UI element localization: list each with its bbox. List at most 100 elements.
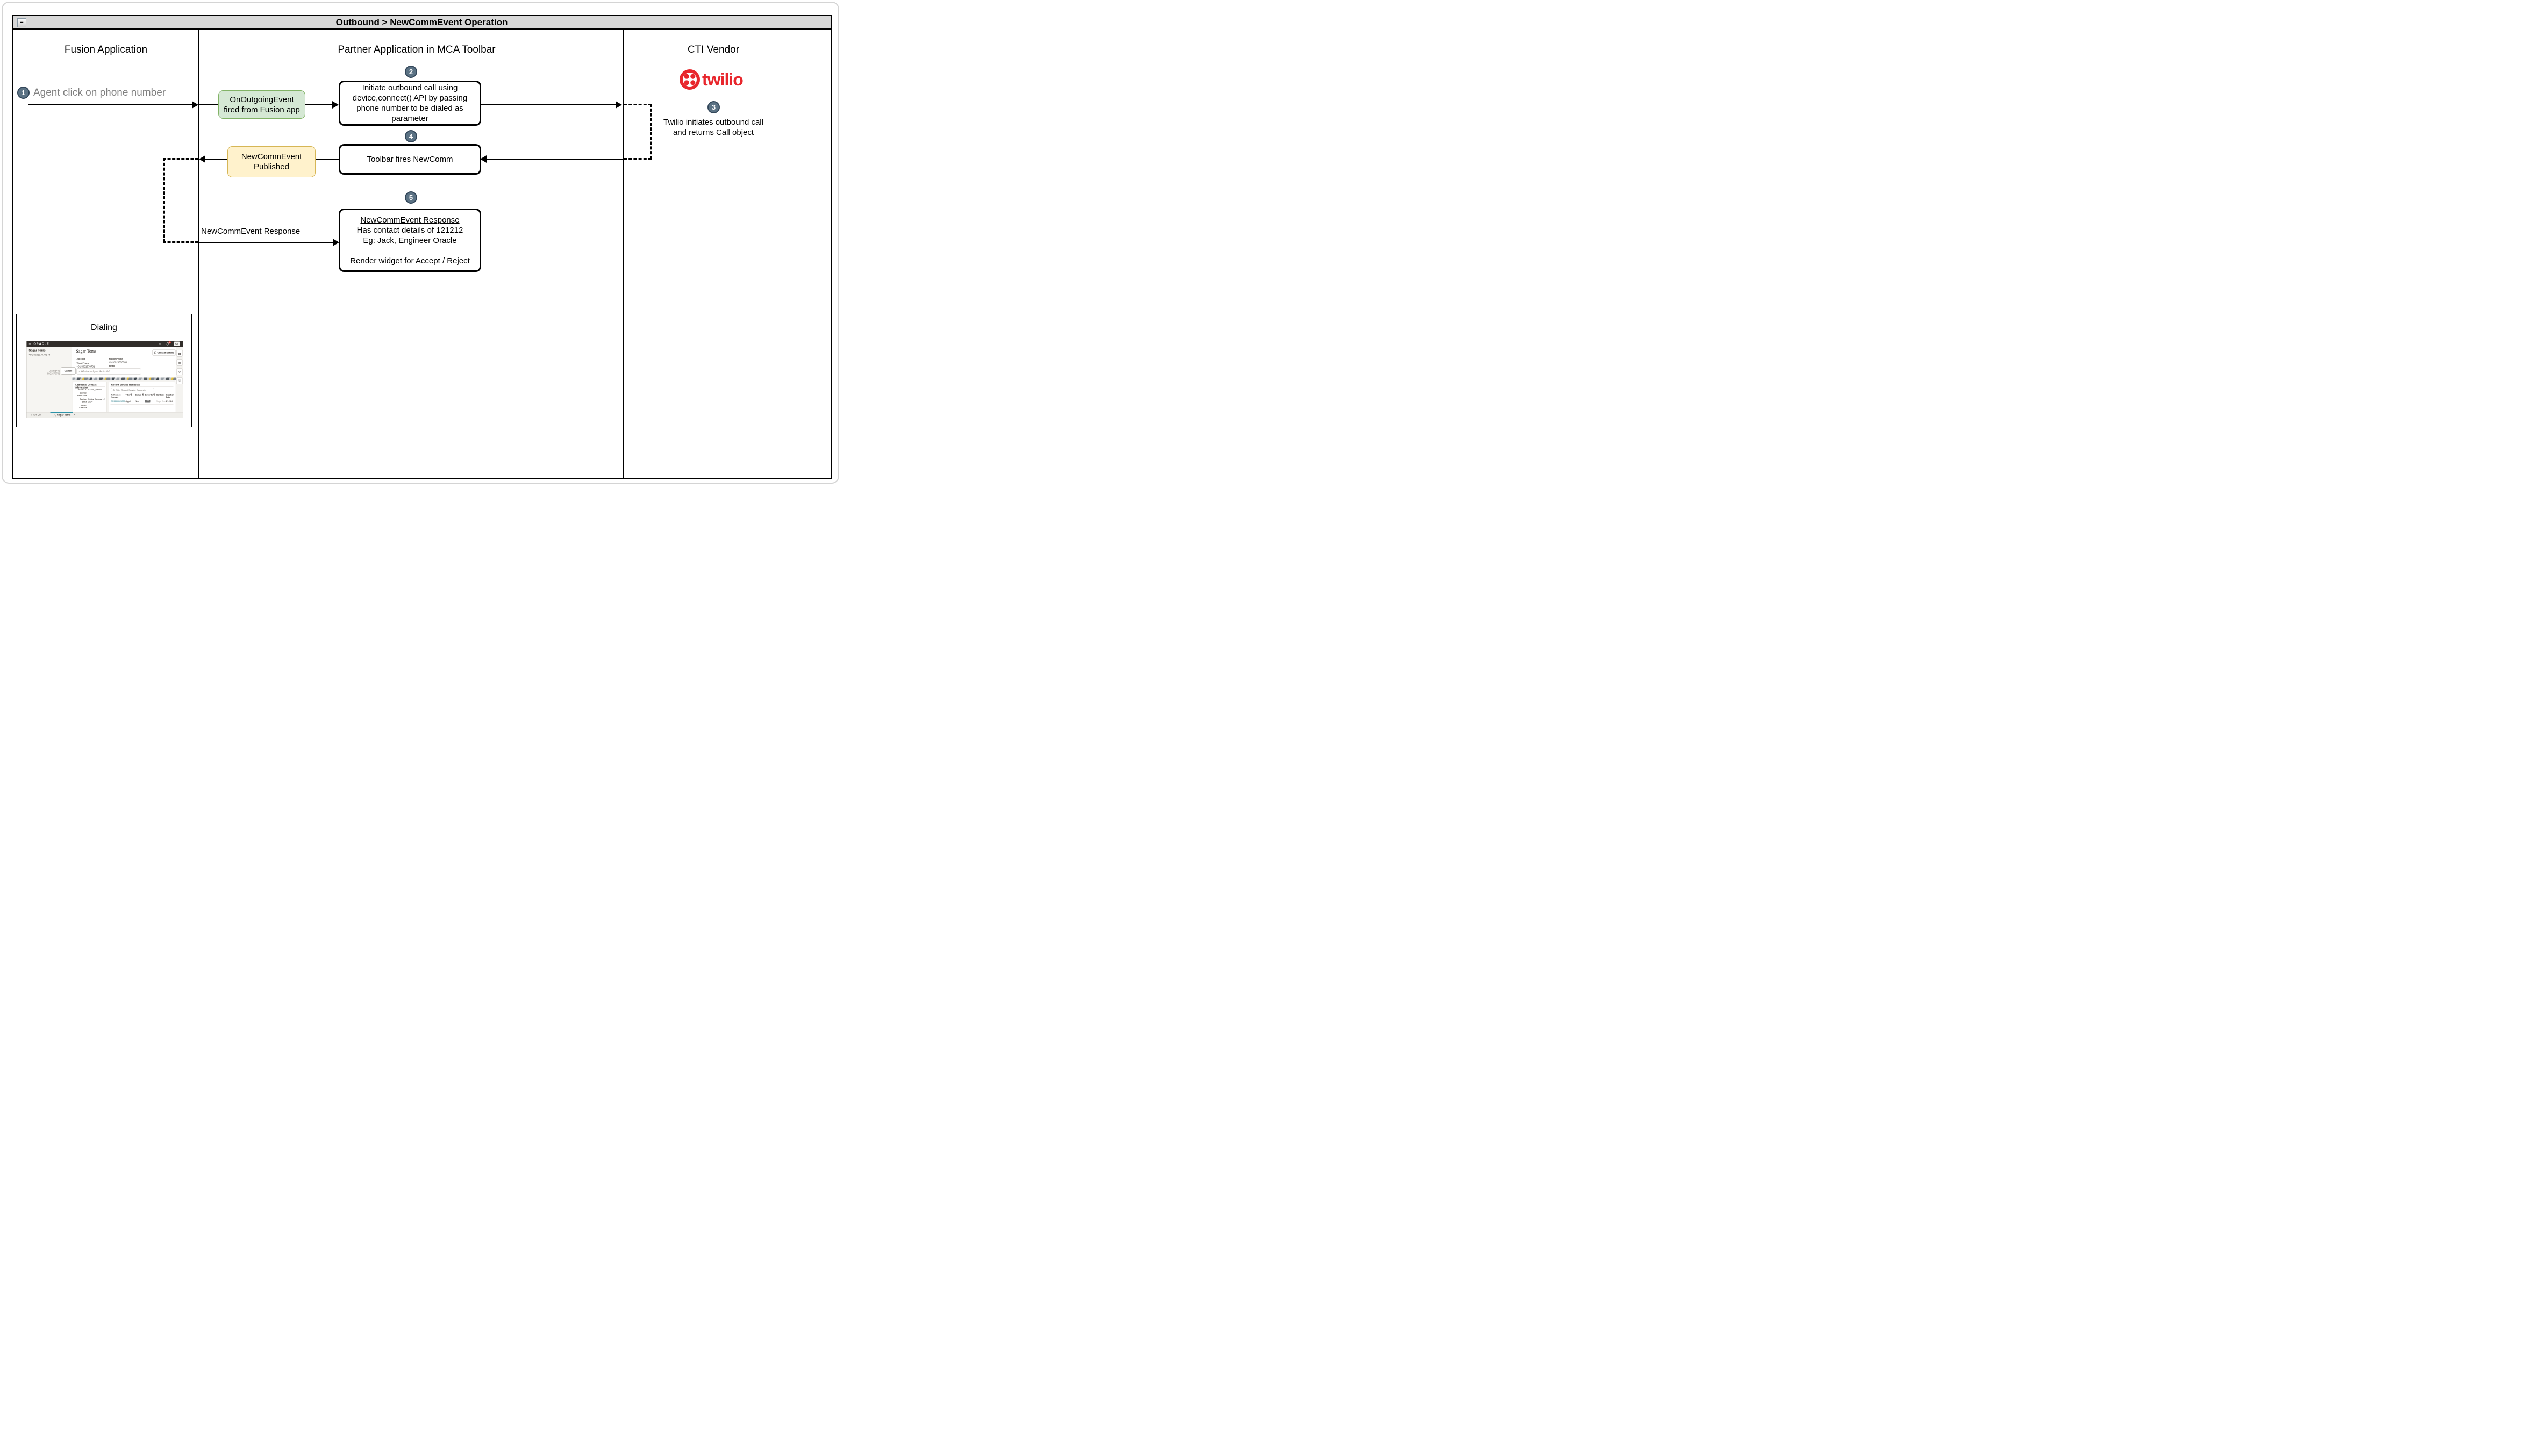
step-2-badge: 2 bbox=[405, 66, 417, 78]
lane-separator-1 bbox=[198, 30, 199, 478]
sort-icon: ⇅ bbox=[153, 393, 155, 396]
sort-icon: ⇅ bbox=[142, 393, 144, 396]
col-reference[interactable]: Reference Number bbox=[111, 393, 121, 398]
decorative-banner bbox=[72, 377, 176, 380]
document-icon bbox=[154, 351, 156, 354]
softphone-panel: Sagar Toms +91 8921670701 Dialing+91 892… bbox=[26, 347, 76, 413]
filter-requests-input[interactable]: Filter Recent Service Requests bbox=[111, 388, 154, 392]
sr-link[interactable]: SR0000065235 bbox=[111, 400, 125, 403]
chevron-right-icon: › bbox=[78, 370, 80, 373]
mobile-phone-label: Mobile Phone bbox=[109, 357, 123, 361]
person-add-icon bbox=[48, 354, 51, 356]
hamburger-menu-icon[interactable]: ≡ bbox=[28, 342, 31, 346]
arrowhead-left-icon bbox=[480, 155, 487, 163]
sort-icon: ⇅ bbox=[130, 393, 132, 396]
arrowhead-right-icon bbox=[616, 101, 622, 109]
lane-header-cti: CTI Vendor bbox=[687, 44, 740, 55]
node-toolbar-fires: Toolbar fires NewComm bbox=[339, 144, 481, 175]
home-icon: ⌂ bbox=[31, 413, 33, 417]
oracle-topbar: ≡ ORACLE ⌂ 1 CS bbox=[26, 341, 183, 347]
twilio-logo-icon: twilio bbox=[680, 69, 744, 90]
embedded-screenshot: ≡ ORACLE ⌂ 1 CS Sagar Toms +91 89216 bbox=[26, 341, 183, 418]
col-status[interactable]: Status ⇅ bbox=[135, 393, 144, 396]
lane-separator-2 bbox=[623, 30, 624, 478]
arrowhead-right-icon bbox=[192, 101, 198, 109]
block-icon[interactable]: ⊘ bbox=[176, 368, 183, 375]
arrowhead-right-icon bbox=[333, 239, 339, 246]
phone-icon[interactable]: ☏ bbox=[176, 377, 183, 384]
action-input[interactable]: › What would you like to do? bbox=[76, 368, 141, 375]
action-rail: ▦ ⊞ ⊘ ☏ bbox=[176, 347, 183, 413]
col-contact[interactable]: Contact bbox=[156, 393, 164, 396]
diagram-title: Outbound > NewCommEvent Operation bbox=[335, 17, 508, 27]
email-label: Email bbox=[109, 364, 115, 368]
diagram-frame: − Outbound > NewCommEvent Operation Fusi… bbox=[12, 15, 832, 479]
arrow-green-to-initiate bbox=[305, 104, 332, 105]
form-grid-icon[interactable]: ⊞ bbox=[176, 359, 183, 366]
arrow-response-to-box5 bbox=[199, 242, 333, 243]
col-title[interactable]: Title ⇅ bbox=[125, 393, 132, 396]
softphone-phone-number: +91 8921670701 bbox=[29, 354, 51, 356]
tab-sagar-toms[interactable]: Sagar Toms × bbox=[53, 413, 76, 417]
dashed-fusion-vertical bbox=[163, 158, 165, 242]
action-placeholder: What would you like to do? bbox=[81, 370, 110, 373]
softphone-contact-name: Sagar Toms bbox=[28, 349, 46, 352]
node-newcommevent-response: NewCommEvent Response Has contact detail… bbox=[339, 209, 481, 272]
notifications-bell-icon[interactable]: 1 bbox=[166, 341, 171, 346]
arrow-cti-to-toolbar bbox=[485, 159, 624, 160]
mobile-phone-value: +91 8921670701 bbox=[109, 361, 127, 364]
arrow-initiate-to-cti bbox=[481, 104, 616, 105]
dashed-fusion-bottom bbox=[163, 241, 198, 243]
contact-details-button[interactable]: Contact Details bbox=[152, 349, 176, 356]
arrowhead-right-icon bbox=[332, 101, 339, 109]
lane-header-partner: Partner Application in MCA Toolbar bbox=[338, 44, 496, 55]
col-severity[interactable]: Severity ⇅ bbox=[145, 393, 155, 396]
additional-contact-card: Additional Contact Information Contact I… bbox=[73, 382, 107, 413]
dialing-caption: Dialing bbox=[91, 323, 117, 332]
active-tab-indicator bbox=[50, 412, 73, 413]
dashed-cti-vertical bbox=[650, 104, 652, 159]
dashed-cti-top bbox=[624, 104, 652, 105]
line-toolbar-to-published bbox=[316, 159, 339, 160]
arrowhead-left-icon bbox=[199, 155, 205, 163]
job-title-label: Job Title bbox=[76, 357, 85, 361]
bottom-tabbar: ⌂ SR List Sagar Toms × bbox=[26, 412, 183, 418]
response-box-title: NewCommEvent Response bbox=[360, 215, 460, 225]
person-icon bbox=[53, 413, 56, 417]
step-3-badge: 3 bbox=[707, 101, 720, 113]
arrow-agent-to-toolbar bbox=[28, 104, 192, 105]
severity-badge: Low bbox=[145, 400, 151, 403]
step-1-label: Agent click on phone number bbox=[33, 87, 166, 98]
step-4-badge: 4 bbox=[405, 130, 417, 142]
user-avatar[interactable]: CS bbox=[174, 341, 180, 346]
home-icon[interactable]: ⌂ bbox=[159, 342, 161, 346]
dashed-cti-bottom bbox=[624, 158, 652, 160]
notification-badge: 1 bbox=[168, 341, 171, 344]
arrow-published-to-fusion bbox=[204, 159, 227, 160]
step-3-caption: Twilio initiates outbound call and retur… bbox=[663, 118, 763, 137]
dashed-fusion-top bbox=[163, 158, 198, 160]
step-1-badge: 1 bbox=[17, 87, 30, 99]
service-requests-card: Recent Service Requests Filter Recent Se… bbox=[109, 382, 175, 413]
lane-header-fusion: Fusion Application bbox=[64, 44, 148, 55]
diagram-canvas: − Outbound > NewCommEvent Operation Fusi… bbox=[0, 0, 841, 485]
oracle-logo: ORACLE bbox=[33, 342, 49, 346]
node-newcommevent-published: NewCommEvent Published bbox=[227, 146, 316, 177]
response-arrow-label: NewCommEvent Response bbox=[201, 227, 301, 236]
cancel-call-button[interactable]: Cancel bbox=[61, 367, 76, 375]
work-phone-value: +91 8921670701 bbox=[76, 365, 95, 368]
search-icon bbox=[112, 389, 115, 391]
col-creation-date[interactable]: Creation Date bbox=[166, 393, 174, 398]
line-lane-to-green bbox=[199, 104, 219, 105]
node-onoutgoingevent: OnOutgoingEvent fired from Fusion app bbox=[218, 90, 305, 119]
work-phone-label: Work Phone bbox=[76, 362, 89, 365]
contact-name-heading: Sagar Toms bbox=[76, 349, 97, 354]
node-initiate-call: Initiate outbound call using device,conn… bbox=[339, 81, 481, 126]
tab-sr-list[interactable]: ⌂ SR List bbox=[31, 413, 41, 417]
collapse-button[interactable]: − bbox=[17, 18, 26, 27]
close-tab-icon[interactable]: × bbox=[74, 413, 76, 417]
diagram-titlebar: − Outbound > NewCommEvent Operation bbox=[13, 16, 831, 30]
svg-text:twilio: twilio bbox=[702, 70, 743, 89]
calendar-icon[interactable]: ▦ bbox=[176, 350, 183, 357]
dialing-status-text: Dialing+91 8921670701 bbox=[47, 369, 60, 375]
